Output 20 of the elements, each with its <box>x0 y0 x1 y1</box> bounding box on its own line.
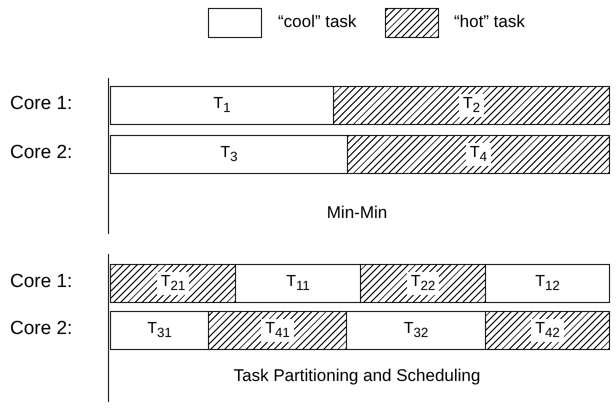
row-label: Core 1: <box>10 271 72 293</box>
row-label: Core 1: <box>10 93 72 115</box>
chart-caption: Task Partitioning and Scheduling <box>234 366 480 386</box>
hot-task-bar: T$_{21}$ <box>110 264 236 303</box>
cool-task-bar: T$_{1}$ <box>110 86 334 125</box>
chart-caption: Min-Min <box>326 203 388 223</box>
row-label: Core 2: <box>10 142 72 164</box>
cool-task-bar: T$_{31}$ <box>110 311 209 350</box>
hot-task-bar: T$_{4}$ <box>347 135 610 174</box>
row-label: Core 2: <box>10 318 72 340</box>
hot-task-bar: T$_{42}$ <box>485 311 610 350</box>
hot-task-bar: T$_{2}$ <box>333 86 610 125</box>
hot-task-bar: T$_{22}$ <box>360 264 486 303</box>
hot-task-bar: T$_{41}$ <box>208 311 347 350</box>
cool-task-bar: T$_{11}$ <box>235 264 361 303</box>
cool-task-bar: T$_{12}$ <box>485 264 610 303</box>
cool-task-bar: T$_{3}$ <box>110 135 348 174</box>
legend-label: “hot” task <box>454 12 525 32</box>
cool-task-bar: T$_{32}$ <box>346 311 486 350</box>
legend-label: “cool” task <box>278 12 356 32</box>
